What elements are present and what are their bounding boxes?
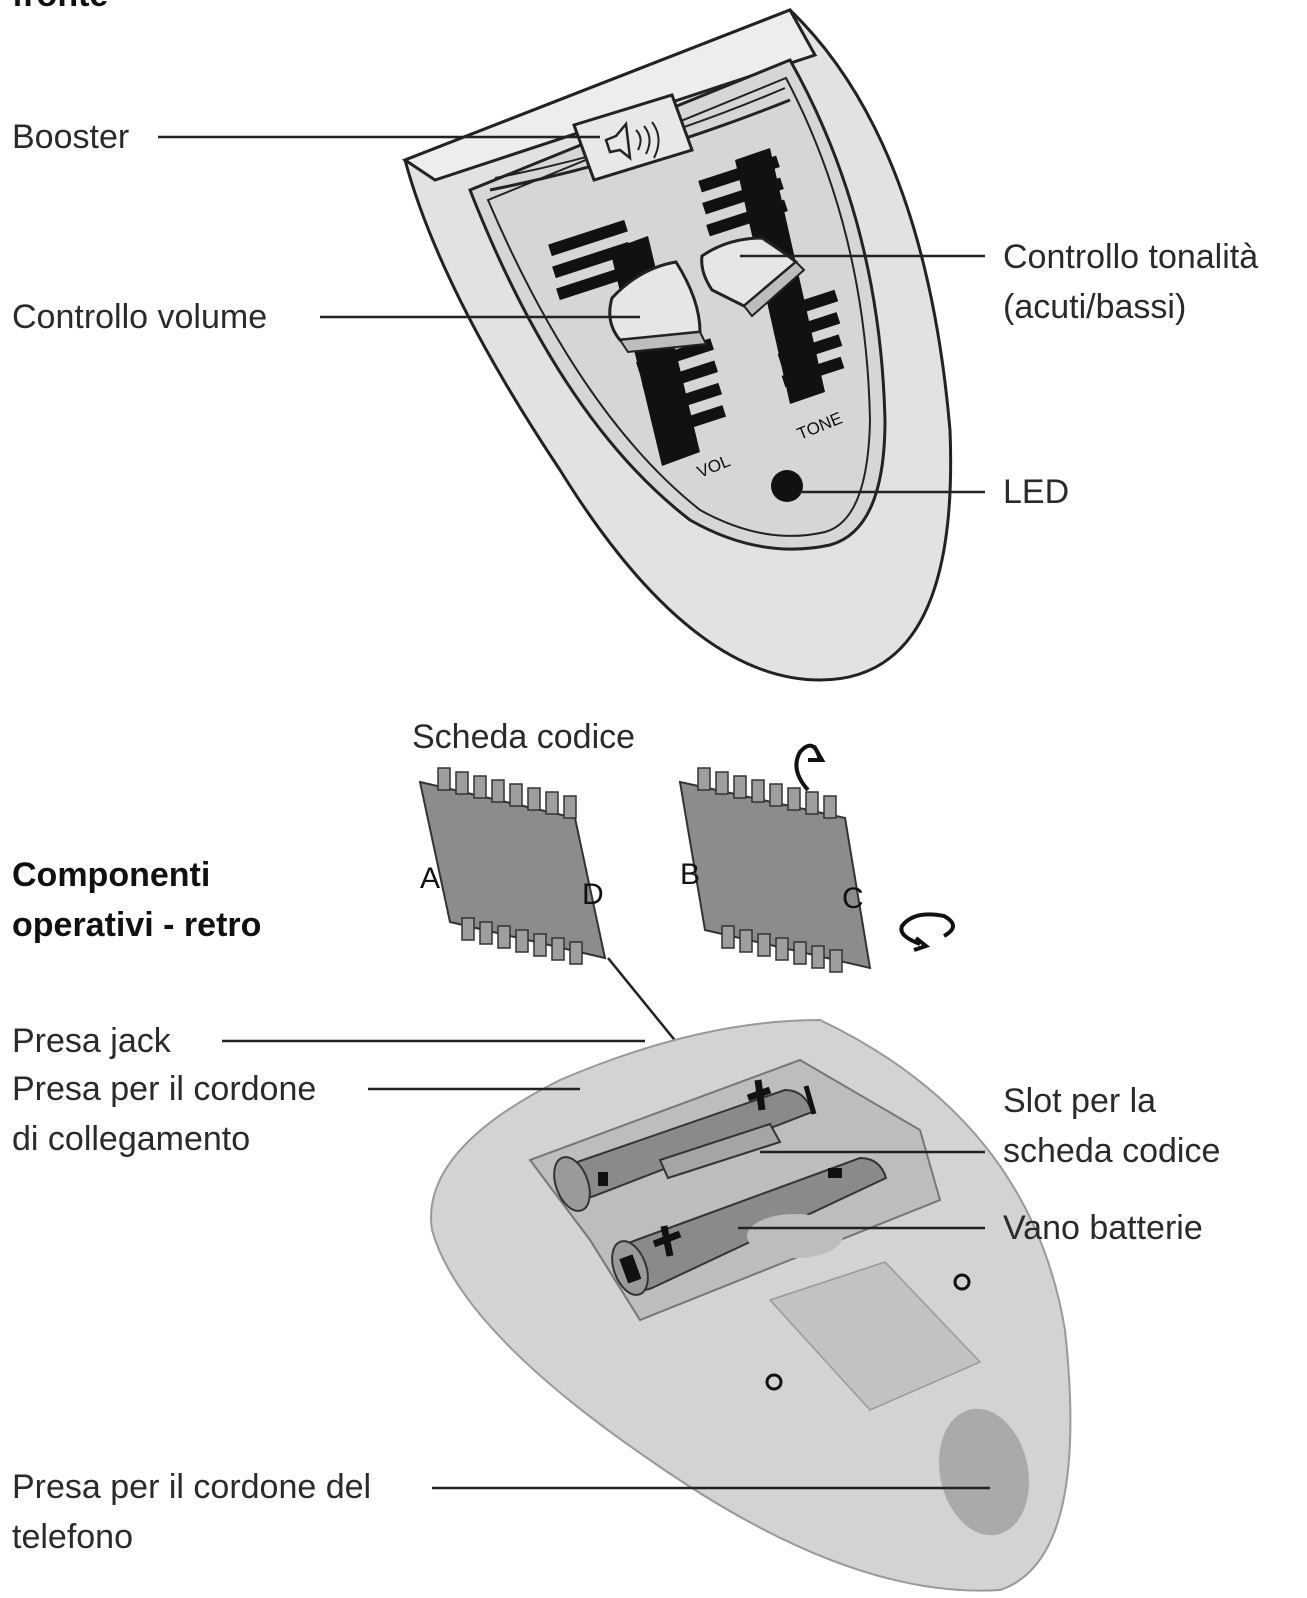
volume-knob (608, 260, 702, 342)
label-area (768, 1261, 982, 1411)
back-device (430, 1018, 1072, 1592)
speaker-icon (604, 120, 632, 161)
back-heading: Componenti operativi - retro (12, 850, 261, 950)
front-device: VOL TONE (401, 8, 953, 682)
slot-label-line1: Slot per la (1003, 1082, 1157, 1120)
slot-label-line2: scheda codice (1003, 1132, 1221, 1170)
screw-hole (953, 1273, 971, 1291)
code-card-right: B C (678, 767, 872, 973)
link-cord-label: Presa per il cordone di collegamento (12, 1064, 316, 1164)
booster-button (572, 93, 694, 182)
phone-cord-socket (938, 1408, 1030, 1536)
rotate-horizontal-icon (899, 912, 955, 952)
rotate-icon (794, 743, 826, 792)
link-cord-line1: Presa per il cordone (12, 1070, 317, 1108)
card-letter-c: C (842, 882, 864, 915)
code-card-slot (658, 1122, 782, 1180)
slot-label: Slot per la scheda codice (1003, 1076, 1220, 1176)
code-card-left: A D (418, 767, 607, 965)
led-indicator (771, 470, 803, 502)
tone-label-line2: (acuti/bassi) (1003, 288, 1187, 326)
tone-label-line1: Controllo tonalità (1003, 238, 1259, 276)
phone-cord-label: Presa per il cordone del telefono (12, 1462, 371, 1562)
link-cord-line2: di collegamento (12, 1120, 251, 1158)
led-label: LED (1003, 473, 1070, 511)
card-letter-b: B (680, 858, 700, 891)
volume-label: Controllo volume (12, 298, 268, 336)
front-heading: fronte (12, 0, 108, 20)
card-letter-d: D (582, 878, 604, 911)
back-leaders (222, 1039, 990, 1490)
booster-label: Booster (12, 118, 130, 156)
card-letter-a: A (420, 862, 440, 895)
front-leaders (158, 135, 985, 494)
code-card-label: Scheda codice (412, 718, 636, 756)
back-heading-line2: operativi - retro (12, 906, 262, 944)
screw-hole (765, 1373, 783, 1391)
phone-cord-line2: telefono (12, 1518, 133, 1556)
phone-cord-line1: Presa per il cordone del (12, 1468, 372, 1506)
battery-label: Vano batterie (1003, 1209, 1203, 1247)
back-heading-line1: Componenti (12, 856, 211, 894)
jack-label: Presa jack (12, 1022, 171, 1060)
tone-label: Controllo tonalità (acuti/bassi) (1003, 232, 1258, 332)
